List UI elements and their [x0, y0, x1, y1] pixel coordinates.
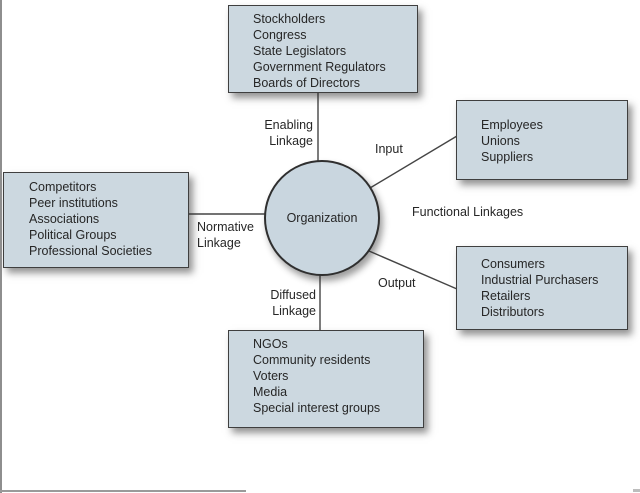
enabling-linkage-line2: Linkage — [269, 134, 313, 148]
box-item: Political Groups — [29, 227, 117, 242]
diffused-linkage-line1: Diffused — [270, 288, 316, 302]
page-left-border — [0, 0, 2, 493]
diffused-stakeholders-box: NGOs Community residents Voters Media Sp… — [228, 330, 424, 428]
box-item: NGOs — [253, 337, 288, 351]
box-item: Stockholders — [253, 12, 326, 26]
organization-label: Organization — [286, 211, 358, 225]
box-item: Media — [253, 384, 288, 399]
input-stakeholders-box: Employees Unions Suppliers — [456, 100, 628, 180]
box-item: Peer institutions — [29, 195, 118, 210]
box-item: Congress — [253, 27, 307, 42]
normative-linkage-label: Normative Linkage — [197, 220, 254, 251]
normative-linkage-line1: Normative — [197, 220, 254, 234]
output-label: Output — [378, 276, 416, 290]
box-item: Associations — [29, 211, 100, 226]
box-item: Employees — [481, 118, 543, 132]
functional-linkages-label: Functional Linkages — [412, 205, 524, 219]
output-stakeholders-box: Consumers Industrial Purchasers Retailer… — [456, 246, 628, 330]
box-item: Consumers — [481, 257, 545, 271]
enabling-linkage-label: Enabling Linkage — [240, 117, 313, 149]
box-item: Suppliers — [481, 149, 534, 164]
box-item: Community residents — [253, 352, 371, 367]
normative-stakeholders-box: Competitors Peer institutions Associatio… — [3, 172, 189, 268]
diffused-linkage-line2: Linkage — [272, 303, 316, 318]
box-item: Industrial Purchasers — [481, 272, 599, 287]
box-item: Unions — [481, 133, 520, 148]
box-item: Boards of Directors — [253, 75, 360, 90]
box-item: Retailers — [481, 288, 531, 303]
box-item: Professional Societies — [29, 243, 152, 258]
input-label: Input — [375, 142, 403, 156]
diffused-linkage-label: Diffused Linkage — [245, 288, 316, 319]
box-item: Government Regulators — [253, 59, 386, 74]
box-item: Voters — [253, 368, 289, 383]
page-bottom-border — [0, 490, 246, 492]
page-corner-mark — [633, 489, 640, 492]
organization-circle: Organization — [264, 160, 380, 276]
normative-linkage-line2: Linkage — [197, 235, 241, 250]
enabling-stakeholders-box: Stockholders Congress State Legislators … — [228, 5, 418, 93]
box-item: Competitors — [29, 180, 97, 194]
box-item: Special interest groups — [253, 400, 381, 415]
enabling-linkage-line1: Enabling — [264, 118, 313, 132]
box-item: Distributors — [481, 304, 545, 319]
box-item: State Legislators — [253, 43, 347, 58]
